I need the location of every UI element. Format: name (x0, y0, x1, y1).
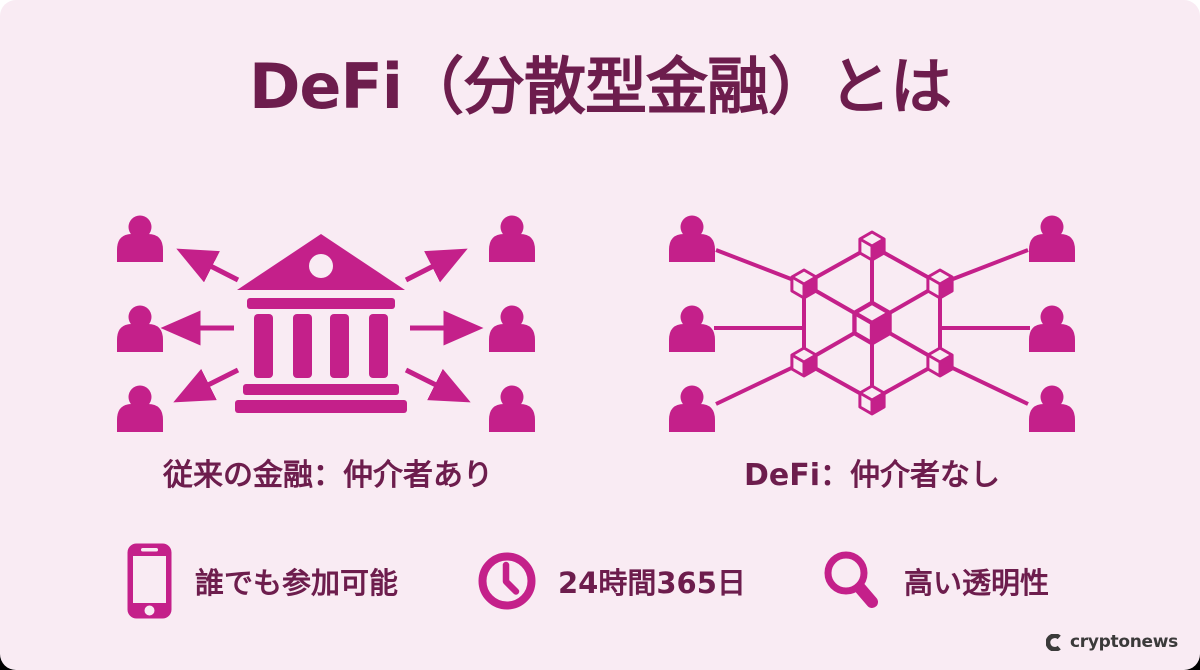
blockchain-cube-icon (858, 230, 886, 262)
feature-label: 24時間365日 (558, 566, 746, 600)
cryptonews-logo: cryptonews (1046, 632, 1178, 652)
user-icon (489, 385, 535, 432)
traditional-finance-caption: 従来の金融：仲介者あり (163, 458, 493, 493)
magnifier-icon (824, 551, 878, 608)
arrow-top-right-icon (404, 248, 468, 283)
traditional-finance-diagram (117, 215, 535, 432)
user-icon (1029, 305, 1075, 352)
user-icon (489, 305, 535, 352)
connection-line (939, 360, 1029, 406)
feature-label: 誰でも参加可能 (195, 566, 399, 600)
user-icon (1029, 215, 1075, 262)
user-icon (489, 215, 535, 262)
cryptonews-logo-icon (1046, 633, 1061, 651)
blockchain-cube-icon (858, 384, 886, 416)
cryptonews-logo-text: cryptonews (1070, 632, 1178, 652)
feature-item: 24時間365日 (478, 540, 746, 622)
feature-item: 誰でも参加可能 (126, 540, 398, 622)
page-title: DeFi（分散型金融）とは (248, 50, 952, 123)
user-icon (117, 215, 163, 262)
clock-icon (478, 552, 536, 610)
bank-icon (235, 234, 407, 413)
defi-caption: DeFi：仲介者なし (743, 458, 1001, 493)
arrow-bottom-left-icon (173, 367, 240, 403)
arrow-bottom-right-icon (404, 367, 471, 403)
user-icon (1029, 385, 1075, 432)
blockchain-network-icon (790, 230, 954, 416)
user-icon (117, 385, 163, 432)
blockchain-cube-icon (926, 346, 954, 378)
bank-arrows (160, 248, 484, 403)
blockchain-cube-icon (854, 303, 889, 344)
blockchain-cube-icon (790, 268, 818, 300)
user-icon (669, 385, 715, 432)
blockchain-cube-icon (926, 268, 954, 300)
user-icon (669, 215, 715, 262)
connection-line (939, 248, 1029, 286)
feature-item: 高い透明性 (820, 540, 1049, 622)
blockchain-cube-icon (790, 346, 818, 378)
defi-network-diagram (669, 215, 1075, 432)
connection-line (715, 248, 805, 286)
smartphone-icon (127, 543, 172, 619)
connection-line (715, 360, 805, 406)
feature-label: 高い透明性 (904, 566, 1050, 600)
user-icon (117, 305, 163, 352)
arrow-top-left-icon (176, 248, 240, 283)
user-icon (669, 305, 715, 352)
